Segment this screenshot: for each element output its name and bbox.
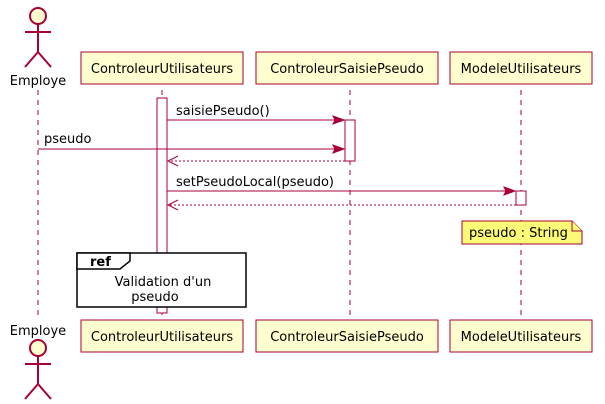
return-message-2 — [166, 199, 516, 211]
participant-label-modele-utilisateurs-bottom: ModeleUtilisateurs — [461, 330, 582, 345]
message-label: setPseudoLocal(pseudo) — [176, 175, 334, 190]
message-label: saisiePseudo() — [176, 104, 270, 119]
arrowhead-icon — [502, 186, 517, 196]
participant-controleur-utilisateurs-top: ControleurUtilisateurs — [80, 51, 244, 85]
ref-text-line1: Validation d'un — [115, 275, 212, 290]
participant-controleur-saisie-pseudo-top: ControleurSaisiePseudo — [255, 51, 439, 85]
actor-leg-left — [24, 383, 39, 400]
message-saisie-pseudo: saisiePseudo() — [167, 104, 346, 125]
participant-label-controleur-saisie-pseudo-bottom: ControleurSaisiePseudo — [270, 330, 424, 345]
participant-box — [255, 319, 439, 353]
actor-head-icon — [29, 339, 47, 357]
actor-label-employe-bottom: Employe — [10, 324, 66, 339]
actor-leg-left — [24, 51, 39, 68]
note-fold-icon — [571, 221, 582, 232]
activation-modele-utilisateurs — [515, 190, 527, 206]
note-pseudo-string: pseudo : String — [461, 220, 583, 245]
message-pseudo: pseudo — [38, 132, 346, 154]
ref-tag-label: ref — [90, 255, 111, 270]
participant-box — [80, 51, 244, 85]
return-arrowhead-icon — [166, 155, 179, 167]
actor-leg-right — [37, 51, 52, 68]
participant-label-controleur-saisie-pseudo-top: ControleurSaisiePseudo — [270, 62, 424, 77]
note-text: pseudo : String — [469, 226, 568, 241]
participant-label-controleur-utilisateurs-bottom: ControleurUtilisateurs — [91, 330, 233, 345]
participant-modele-utilisateurs-bottom: ModeleUtilisateurs — [449, 319, 593, 353]
participant-modele-utilisateurs-top: ModeleUtilisateurs — [449, 51, 593, 85]
ref-text-line2: pseudo — [131, 290, 179, 305]
message-set-pseudo-local: setPseudoLocal(pseudo) — [167, 175, 517, 196]
actor-employe-top: Employe — [10, 7, 66, 89]
ref-tag-box — [76, 252, 131, 270]
participant-box — [255, 51, 439, 85]
return-arrowhead-icon — [166, 199, 179, 211]
participant-label-modele-utilisateurs-top: ModeleUtilisateurs — [461, 62, 582, 77]
participant-controleur-utilisateurs-bottom: ControleurUtilisateurs — [80, 319, 244, 353]
participant-box — [449, 319, 593, 353]
actor-leg-right — [37, 383, 52, 400]
participant-box — [449, 51, 593, 85]
participant-controleur-saisie-pseudo-bottom: ControleurSaisiePseudo — [255, 319, 439, 353]
participant-label-controleur-utilisateurs-top: ControleurUtilisateurs — [91, 62, 233, 77]
ref-frame: ref Validation d'un pseudo — [76, 252, 247, 308]
arrowhead-icon — [331, 115, 346, 125]
activation-controleur-saisie-pseudo — [344, 119, 356, 162]
actor-head-icon — [29, 7, 47, 25]
actor-employe-bottom: Employe — [10, 324, 66, 400]
activation-controleur-utilisateurs — [156, 97, 168, 314]
participant-box — [80, 319, 244, 353]
arrowhead-icon — [331, 144, 346, 154]
message-label: pseudo — [44, 132, 92, 147]
return-message-1 — [166, 155, 345, 167]
note-box — [461, 220, 583, 245]
actor-label-employe-top: Employe — [10, 74, 66, 89]
